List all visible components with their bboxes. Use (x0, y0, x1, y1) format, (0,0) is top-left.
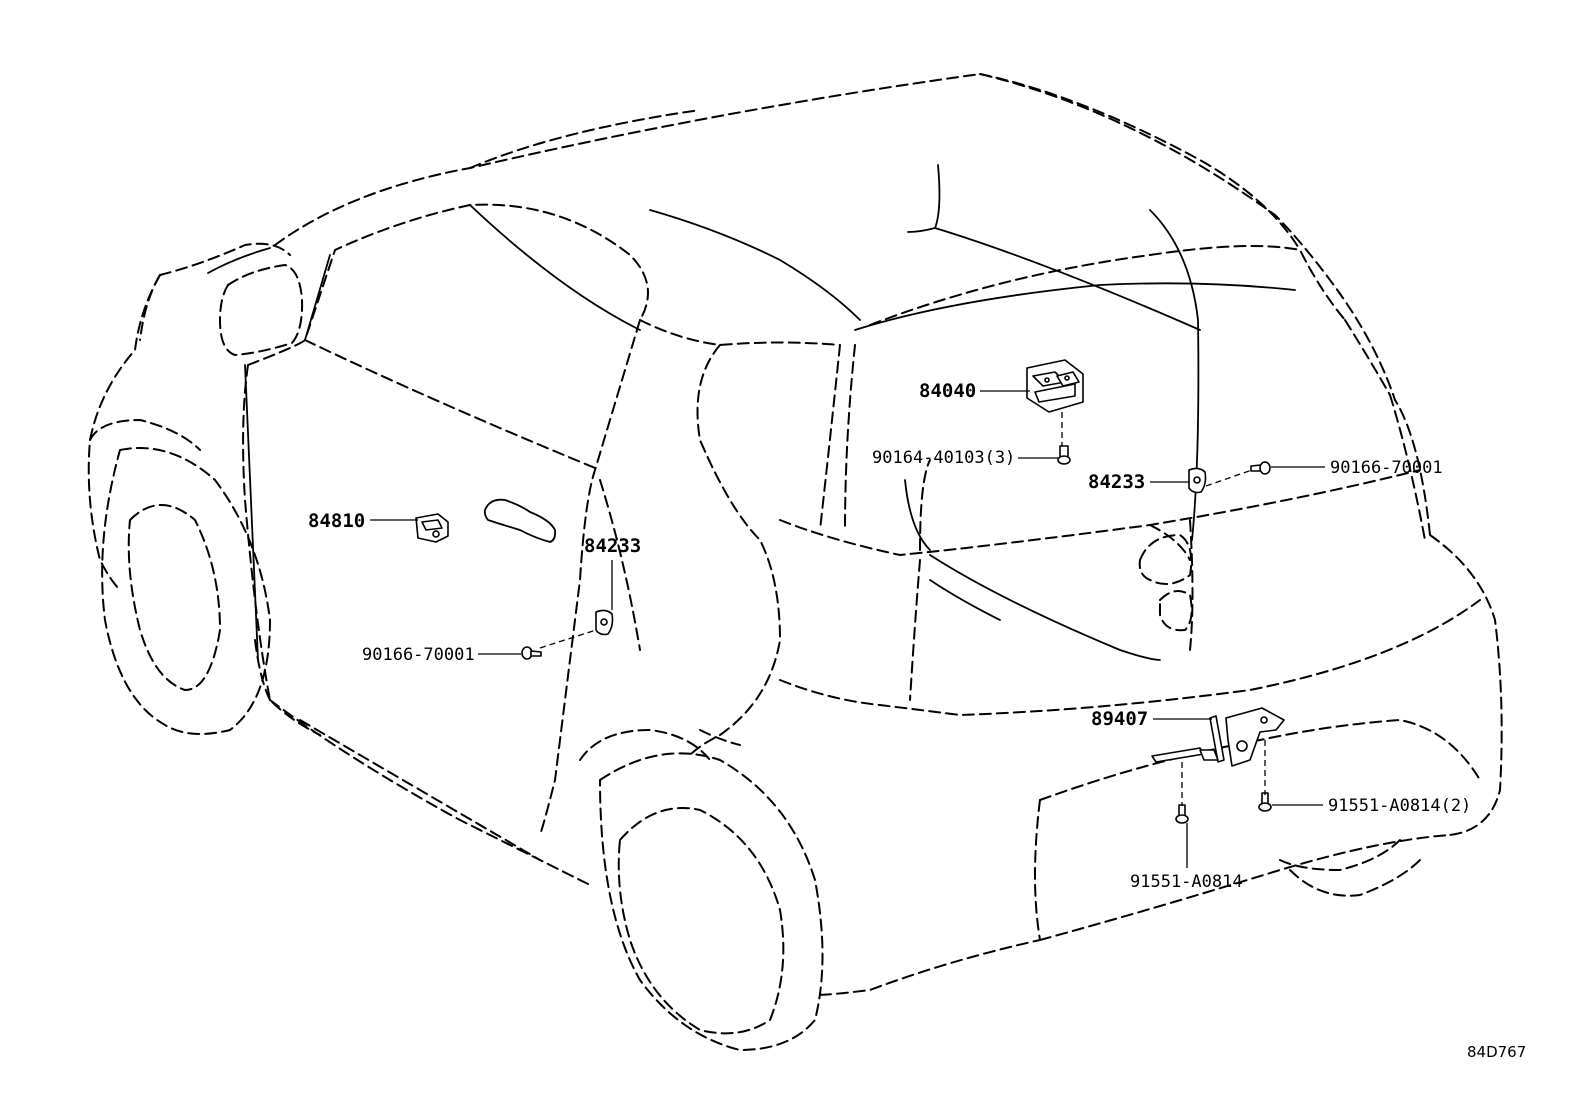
body-solid-lines (207, 164, 1296, 661)
diagram-code: 84D767 (1467, 1043, 1526, 1061)
label-90166-70001-left: 90166-70001 (362, 645, 475, 665)
leader-lines (370, 390, 1325, 868)
part-90166-right-screw-icon (1250, 461, 1271, 475)
part-89407-height-sensor-icon (1151, 707, 1285, 767)
label-84233-left: 84233 (584, 535, 641, 557)
label-89407: 89407 (1091, 708, 1148, 730)
label-84040: 84040 (919, 380, 976, 402)
part-90166-left-screw-icon (521, 646, 542, 660)
part-90164-screw-icon (1057, 445, 1071, 465)
part-84040-master-switch-icon (1026, 359, 1084, 413)
label-91551-a0814: 91551-A0814 (1130, 872, 1243, 892)
car-body-outline (87, 73, 1503, 1051)
label-84810: 84810 (308, 510, 365, 532)
label-84233-right: 84233 (1088, 471, 1145, 493)
part-84233-left-switch-icon (595, 609, 614, 636)
label-90164-40103: 90164-40103(3) (872, 448, 1015, 468)
part-84233-right-switch-icon (1188, 467, 1207, 494)
label-91551-a0814-qty: 91551-A0814(2) (1328, 796, 1471, 816)
label-90166-70001-right: 90166-70001 (1330, 458, 1443, 478)
part-91551-bolt-right-icon (1258, 792, 1272, 812)
part-84810-window-switch-icon (415, 513, 449, 543)
door-handle (483, 498, 557, 543)
part-91551-bolt-lower-icon (1175, 804, 1189, 824)
